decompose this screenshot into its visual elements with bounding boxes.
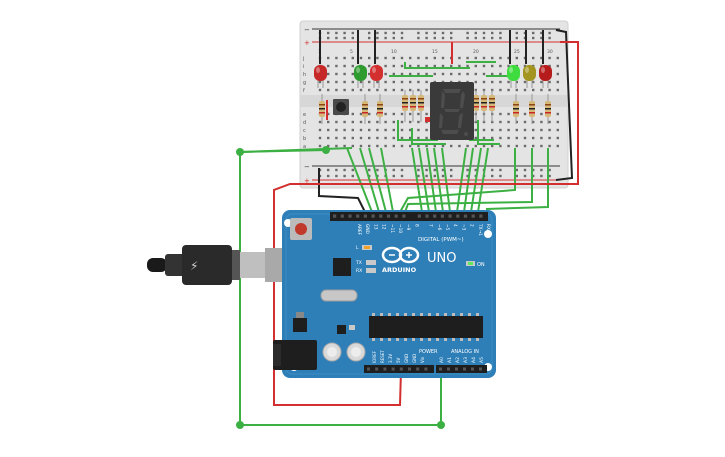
row-label-h: h: [303, 72, 306, 78]
column-number-10: 10: [391, 49, 397, 55]
analog-header[interactable]: [436, 365, 487, 373]
row-label-b: b: [303, 136, 306, 142]
push-button[interactable]: [333, 99, 349, 115]
power-pin-label: GND: [412, 354, 417, 363]
wire-harness[interactable]: [236, 29, 579, 429]
analog-pin-label: A1: [447, 357, 453, 363]
resistor[interactable]: [418, 90, 424, 122]
rx-led-label: RX: [356, 268, 362, 274]
digital-pin-label: GND: [364, 224, 370, 235]
digital-pin-label: TX→1: [477, 223, 483, 236]
digital-pin-label: 8: [413, 224, 419, 227]
led-red-3[interactable]: [539, 65, 552, 88]
row-label-d: d: [303, 120, 306, 126]
arduino-logo-icon: [381, 246, 420, 264]
resistor[interactable]: [529, 94, 535, 124]
usb-icon: ⚡: [190, 259, 198, 273]
digital-pin-label: ~9: [405, 224, 411, 231]
column-number-20: 20: [473, 49, 479, 55]
resistor[interactable]: [362, 94, 368, 124]
column-number-30: 30: [547, 49, 553, 55]
analog-pin-label: A5: [479, 357, 485, 363]
digital-pin-label: 13: [372, 224, 378, 230]
column-number-15: 15: [432, 49, 438, 55]
tx-led-label: TX: [355, 260, 362, 266]
row-label-f: f: [303, 88, 305, 94]
digital-pin-label: ~11: [389, 224, 395, 233]
rail-minus-label-bottom: −: [304, 163, 310, 171]
digital-pin-label: AREF: [356, 224, 362, 236]
tx-led: [366, 260, 376, 265]
brand-name: ARDUINO: [382, 266, 417, 274]
led-yellow[interactable]: [523, 65, 536, 88]
digital-pwm-label: DIGITAL (PWM~): [418, 237, 464, 243]
rail-plus-label-top: +: [304, 39, 310, 47]
power-pin-label: Vin: [420, 356, 425, 363]
led-green-1[interactable]: [354, 65, 367, 88]
usb-controller-chip: [333, 258, 351, 276]
analog-in-label: ANALOG IN: [451, 349, 479, 355]
column-number-25: 25: [514, 49, 520, 55]
digital-pin-label: 4: [452, 224, 458, 227]
power-pin-label: IOREF: [372, 350, 377, 363]
resistor[interactable]: [489, 90, 495, 122]
power-pin-label: GND: [404, 354, 409, 363]
resistor[interactable]: [481, 90, 487, 122]
rx-led: [366, 268, 376, 273]
crystal-oscillator: [320, 289, 358, 302]
resistor[interactable]: [473, 90, 479, 122]
digital-pin-label: ~3: [460, 224, 466, 231]
digital-pin-label: ~6: [436, 224, 442, 231]
led-red-2[interactable]: [370, 65, 383, 88]
voltage-regulator: [293, 318, 307, 332]
resistor[interactable]: [402, 90, 408, 122]
power-label: POWER: [419, 349, 438, 355]
resistor[interactable]: [377, 94, 383, 124]
power-pin-label: 5V: [396, 357, 401, 363]
digital-pin-holes: [333, 214, 483, 218]
digital-pin-label: RX←0: [485, 224, 491, 237]
digital-pin-label: 7: [428, 224, 434, 227]
row-label-i: i: [303, 64, 304, 70]
on-label: ON: [477, 262, 485, 268]
power-header[interactable]: [364, 365, 434, 373]
led-green-2[interactable]: [507, 65, 520, 88]
analog-pin-label: A4: [471, 357, 477, 363]
digital-pin-label: 2: [469, 224, 475, 227]
resistor[interactable]: [513, 94, 519, 124]
power-pin-label: RESET: [380, 350, 385, 363]
seven-segment-display[interactable]: [425, 82, 474, 140]
resistor[interactable]: [410, 90, 416, 122]
digital-pin-label: ~5: [444, 224, 450, 231]
reset-button[interactable]: [290, 218, 312, 240]
analog-pin-label: A0: [439, 357, 445, 363]
row-label-a: a: [303, 144, 306, 150]
resistor[interactable]: [545, 94, 551, 124]
rail-plus-label-bottom: +: [304, 177, 310, 185]
row-label-j: j: [302, 56, 304, 62]
row-label-c: c: [303, 128, 306, 134]
resistor-bank[interactable]: [319, 90, 551, 124]
board-model: UNO: [427, 251, 456, 266]
row-label-g: g: [303, 80, 306, 86]
led-red-1[interactable]: [314, 65, 327, 88]
digital-header[interactable]: [330, 212, 488, 221]
analog-pin-label: A2: [455, 357, 461, 363]
analog-pin-label: A3: [463, 357, 469, 363]
power-pin-label: 3.3V: [388, 354, 393, 363]
digital-pin-label: ~10: [397, 224, 403, 233]
atmega-microcontroller: [369, 316, 483, 338]
l-led-label: L: [356, 245, 359, 251]
column-number-5: 5: [350, 49, 353, 55]
resistor[interactable]: [319, 94, 325, 124]
row-label-e: e: [303, 112, 306, 118]
dc-power-jack[interactable]: [273, 340, 317, 370]
rail-minus-label-top: −: [304, 26, 310, 34]
digital-pin-label: 12: [381, 224, 387, 230]
